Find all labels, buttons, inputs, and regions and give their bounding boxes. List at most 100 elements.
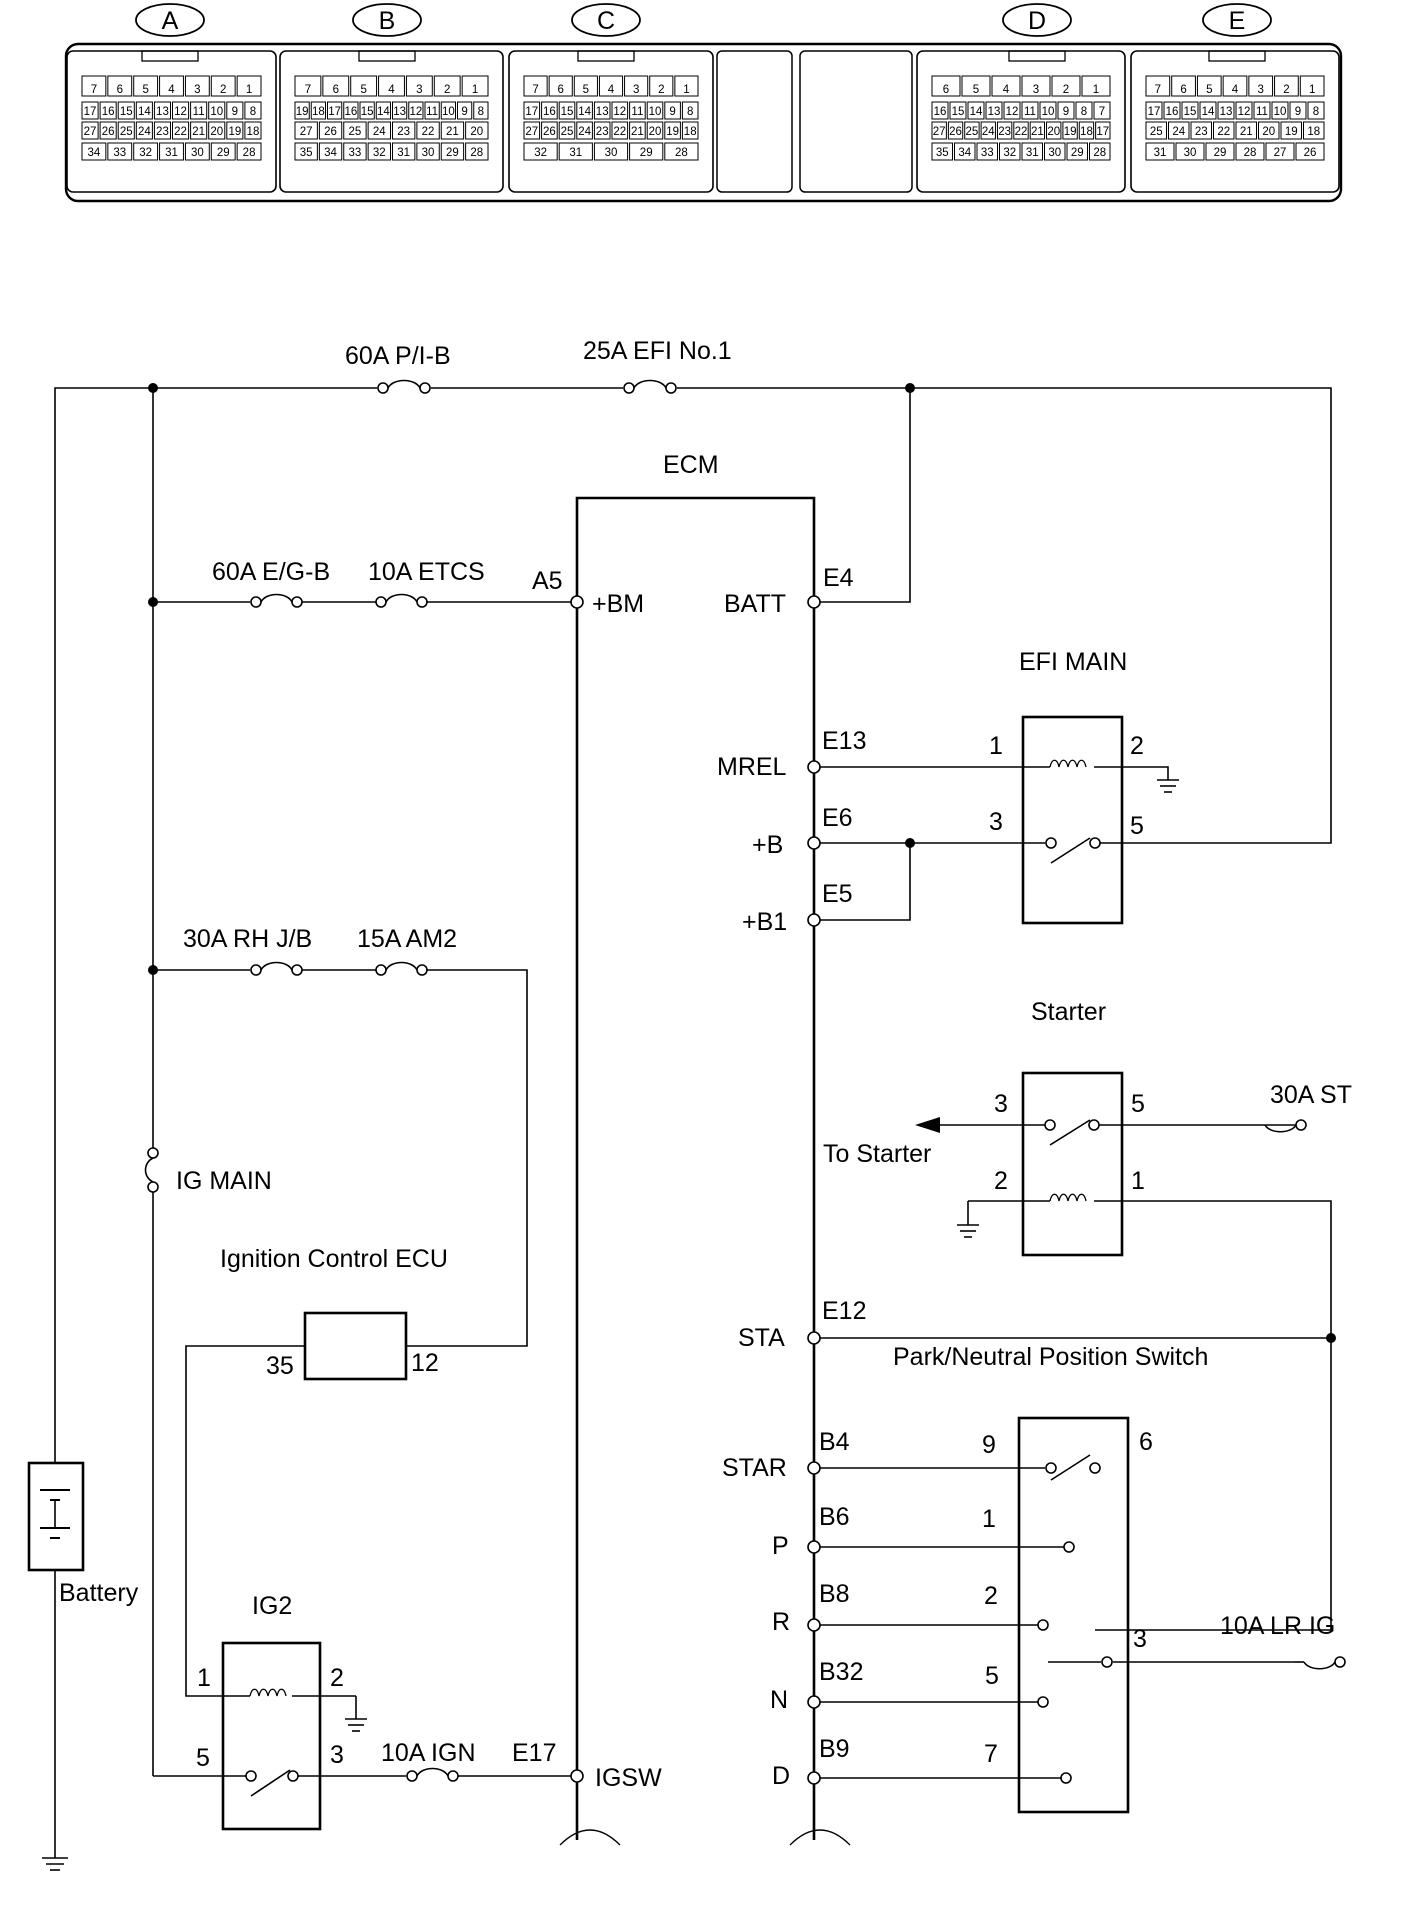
pin-number: 19 [228,126,241,138]
junction-dots [148,383,1336,1343]
pin-number: 13 [393,106,406,118]
pin-number: 21 [631,126,644,138]
pin-number: 28 [675,147,688,159]
pin-number: 19 [1285,126,1298,138]
pin-number: 15 [361,106,374,118]
pnp-p2-label: 2 [984,1582,998,1610]
pin-number: 10 [1274,106,1287,118]
pin-number: 10 [442,106,455,118]
pin-number: 22 [174,126,187,138]
pin-number: 30 [1184,147,1197,159]
pin-number: 21 [446,126,459,138]
connector-id-label: B [379,7,396,35]
pin-number: 15 [952,106,965,118]
fuse-etcs-symbol [375,593,428,608]
pin-number: 19 [666,126,679,138]
pin-number: 7 [1099,106,1105,118]
pin-number: 31 [569,147,582,159]
fuse-ign-symbol [406,1767,459,1782]
pin-number: 9 [669,106,675,118]
pin-number: 3 [416,84,422,96]
pnp-p5-label: 5 [985,1662,999,1690]
fuse-pib-label: 60A P/I-B [345,342,451,370]
pin-number: 28 [1093,147,1106,159]
pin-number: 22 [1217,126,1230,138]
pin-b8-label: B8 [819,1580,850,1608]
pin-number: 14 [970,106,983,118]
pin-number: 11 [193,106,205,118]
pnp-p7-label: 7 [984,1740,998,1768]
pin-number: 20 [649,126,662,138]
st-p5-label: 5 [1131,1090,1145,1118]
pin-number: 1 [1093,84,1099,96]
pin-number: 17 [84,106,97,118]
pin-number: 5 [973,84,979,96]
pin-number: 1 [1309,84,1315,96]
park-neutral-switch [1017,1416,1130,1814]
pin-e4-label: E4 [823,564,854,592]
fuse-st-symbol [1264,1119,1307,1133]
pin-number: 8 [1081,106,1087,118]
pin-number: 12 [174,106,187,118]
ecu-p35-label: 35 [266,1352,294,1380]
pin-number: 23 [397,126,410,138]
pin-number: 14 [138,106,151,118]
pin-number: 18 [247,126,260,138]
pin-number: 9 [232,106,238,118]
pin-number: 29 [1071,147,1084,159]
pin-number: 23 [596,126,609,138]
ig2-p1-label: 1 [197,1664,211,1692]
pin-number: 30 [422,147,435,159]
fuse-rhjb-label: 30A RH J/B [183,925,312,953]
pin-number: 33 [113,147,126,159]
pin-number: 22 [1015,126,1028,138]
sig-star-label: STAR [722,1454,787,1482]
ground-symbols [42,779,1179,1871]
connector-id-badge [1202,3,1272,37]
pin-number: 26 [324,126,337,138]
pin-number: 25 [1150,126,1163,138]
pin-number: 15 [1184,106,1197,118]
pin-number: 4 [1232,84,1239,96]
efi-p3-label: 3 [989,808,1003,836]
battery-symbol [27,1461,85,1858]
pin-b6-label: B6 [819,1503,850,1531]
pin-number: 29 [640,147,653,159]
pin-number: 26 [543,126,556,138]
pin-number: 12 [613,106,626,118]
pin-number: 4 [608,84,615,96]
connector-id-badge [1002,3,1072,37]
pin-number: 32 [534,147,547,159]
pin-number: 8 [478,106,484,118]
sig-sta-label: STA [738,1324,785,1352]
efi-p1-label: 1 [989,732,1003,760]
pin-number: 15 [561,106,574,118]
efi-main-label: EFI MAIN [1019,648,1127,676]
sig-b-label: +B [752,831,783,859]
pin-number: 2 [1283,84,1289,96]
pin-number: 20 [1047,126,1060,138]
pin-number: 3 [194,84,200,96]
pin-number: 6 [558,84,564,96]
pin-number: 6 [117,84,123,96]
fuse-symbols [144,379,1346,1782]
pin-number: 8 [250,106,256,118]
sig-igsw-label: IGSW [595,1764,662,1792]
pin-number: 17 [328,106,341,118]
fuse-st-label: 30A ST [1270,1081,1352,1109]
pin-number: 33 [981,147,994,159]
pin-number: 2 [444,84,450,96]
pin-number: 21 [192,126,205,138]
fuse-lrig-symbol [1294,1656,1346,1670]
pin-number: 13 [156,106,169,118]
ig2-p2-label: 2 [330,1664,344,1692]
sig-bm-label: +BM [592,590,644,618]
pin-number: 27 [525,126,538,138]
pin-a5-label: A5 [532,567,563,595]
pnp-p1-label: 1 [982,1505,996,1533]
connector-id-badge [352,3,422,37]
pin-b32-label: B32 [819,1658,863,1686]
